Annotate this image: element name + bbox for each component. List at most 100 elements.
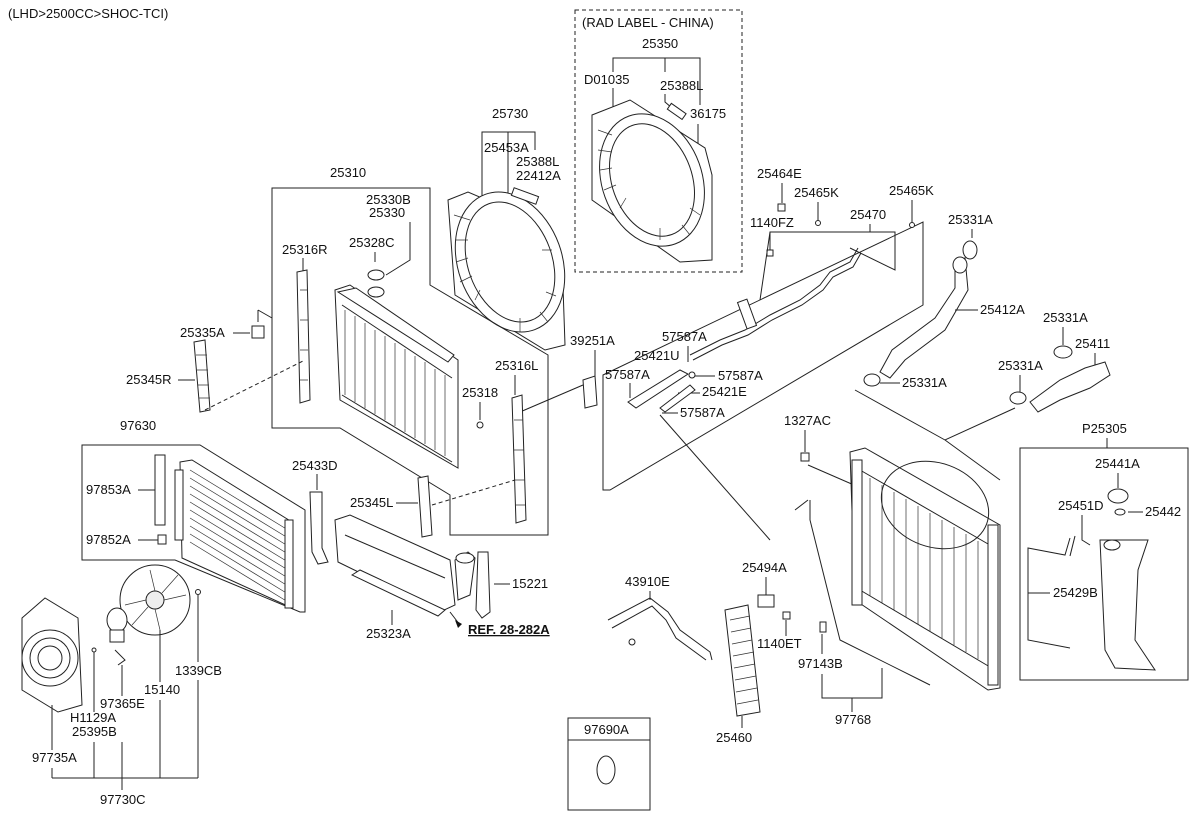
- clamp-25331A-b: [1053, 345, 1073, 359]
- hose-25429B: [1027, 537, 1071, 649]
- part-25441A-label[interactable]: 25441A: [1095, 456, 1140, 471]
- part-15140-label[interactable]: 15140: [144, 682, 180, 697]
- part-25331A-label-c[interactable]: 25331A: [998, 358, 1043, 373]
- receiver-drier: [154, 454, 166, 526]
- ref-arrow: [455, 620, 462, 628]
- hose-25412A: [879, 257, 969, 379]
- part-1140ET-label[interactable]: 1140ET: [757, 636, 802, 651]
- part-57587A-label-c[interactable]: 57587A: [718, 368, 763, 383]
- part-25345R-label[interactable]: 25345R: [126, 372, 172, 387]
- part-1339CB-label[interactable]: 1339CB: [175, 663, 222, 678]
- part-25330-label[interactable]: 25330: [369, 205, 405, 220]
- part-25465K-label-b[interactable]: 25465K: [889, 183, 934, 198]
- part-25442-label[interactable]: 25442: [1145, 504, 1181, 519]
- ref-label[interactable]: REF. 28-282A: [468, 622, 550, 637]
- part-57587A-label-a[interactable]: 57587A: [662, 329, 707, 344]
- part-97853A-label[interactable]: 97853A: [86, 482, 131, 497]
- fan-motor: [106, 607, 128, 666]
- part-H1129A-label[interactable]: H1129A: [70, 710, 116, 725]
- diagram-title: (LHD>2500CC>SHOC-TCI): [8, 6, 168, 21]
- part-25464E-label[interactable]: 25464E: [757, 166, 802, 181]
- hose-25411: [1029, 361, 1111, 413]
- reservoir-box: [1019, 447, 1189, 681]
- part-25429B-label[interactable]: 25429B: [1053, 585, 1098, 600]
- bolt-H1129A: [91, 647, 97, 653]
- intercooler: [334, 514, 476, 613]
- reservoir-cap: [1107, 488, 1129, 504]
- hose-25421U: [627, 369, 690, 409]
- part-25350-label[interactable]: 25350: [642, 36, 678, 51]
- part-25388L-label-b[interactable]: 25388L: [516, 154, 559, 169]
- hose-bracket-frame: [602, 221, 924, 491]
- part-1140FZ-label[interactable]: 1140FZ: [750, 215, 794, 230]
- part-22412A-label[interactable]: 22412A: [516, 168, 561, 183]
- clamp-25331A-c: [1009, 391, 1027, 405]
- part-97690A-label[interactable]: 97690A: [584, 722, 629, 737]
- part-25453A-label[interactable]: 25453A: [484, 140, 529, 155]
- part-97365E-label[interactable]: 97365E: [100, 696, 145, 711]
- part-43910E-label[interactable]: 43910E: [625, 574, 670, 589]
- part-25331A-label-a[interactable]: 25331A: [948, 212, 993, 227]
- clip-25464E: [777, 203, 786, 212]
- radiator-side-bracket-r: [296, 269, 311, 404]
- radiator-right: [849, 447, 1001, 691]
- part-15221-label[interactable]: 15221: [512, 576, 548, 591]
- part-97730C-label[interactable]: 97730C: [100, 792, 146, 807]
- part-57587A-label-d[interactable]: 57587A: [680, 405, 725, 420]
- part-25316R-label[interactable]: 25316R: [282, 242, 328, 257]
- part-25451D-label[interactable]: 25451D: [1058, 498, 1104, 513]
- hose-15221: [475, 551, 491, 619]
- part-97852A-label[interactable]: 97852A: [86, 532, 131, 547]
- part-25421U-label[interactable]: 25421U: [634, 348, 680, 363]
- part-39251A-label[interactable]: 39251A: [570, 333, 615, 348]
- radiator-assy-bracket: [271, 187, 549, 536]
- fan-shroud-main: [447, 187, 566, 351]
- part-25388L-label-a[interactable]: 25388L: [660, 78, 703, 93]
- radiator-side-bracket-l: [511, 394, 527, 524]
- bolt-1140ET: [782, 611, 791, 620]
- part-97630-label[interactable]: 97630: [120, 418, 156, 433]
- hose-25433D: [309, 491, 329, 565]
- part-25460-label[interactable]: 25460: [716, 730, 752, 745]
- part-25328C-label[interactable]: 25328C: [349, 235, 395, 250]
- part-25465K-label-a[interactable]: 25465K: [794, 185, 839, 200]
- part-25730-label[interactable]: 25730: [492, 106, 528, 121]
- part-25411-label[interactable]: 25411: [1075, 336, 1110, 351]
- part-25331A-label-d[interactable]: 25331A: [902, 375, 947, 390]
- part-36175-label[interactable]: 36175: [690, 106, 726, 121]
- part-25316L-label[interactable]: 25316L: [495, 358, 538, 373]
- part-97735A-label[interactable]: 97735A: [32, 750, 77, 765]
- part-97768-label[interactable]: 97768: [835, 712, 871, 727]
- oil-cooler-25460: [724, 604, 761, 717]
- part-25421E-label[interactable]: 25421E: [702, 384, 747, 399]
- part-97143B-label[interactable]: 97143B: [798, 656, 843, 671]
- clip-25465K-b: [909, 222, 915, 228]
- part-25470-label[interactable]: 25470: [850, 207, 886, 222]
- part-57587A-label-b[interactable]: 57587A: [605, 367, 650, 382]
- part-25335A-label[interactable]: 25335A: [180, 325, 225, 340]
- part-25433D-label[interactable]: 25433D: [292, 458, 338, 473]
- pipe-25470: [689, 247, 859, 356]
- part-25323A-label[interactable]: 25323A: [366, 626, 411, 641]
- oring-25442: [1114, 508, 1126, 516]
- radiator-cap: [367, 269, 385, 298]
- part-25331A-label-b[interactable]: 25331A: [1043, 310, 1088, 325]
- part-25330B-label[interactable]: 25330B: [366, 192, 411, 207]
- drier-plug: [157, 534, 167, 545]
- oil-cooler-pipe: [607, 597, 713, 661]
- part-D01035-label[interactable]: D01035: [584, 72, 630, 87]
- part-25345L-label[interactable]: 25345L: [350, 495, 393, 510]
- part-25318-label[interactable]: 25318: [462, 385, 498, 400]
- part-25412A-label[interactable]: 25412A: [980, 302, 1025, 317]
- hose-25421E: [659, 384, 696, 413]
- part-25494A-label[interactable]: 25494A: [742, 560, 787, 575]
- part-1327AC-label[interactable]: 1327AC: [784, 413, 831, 428]
- clamp-57587A-c: [688, 371, 696, 379]
- fan-blade: [119, 564, 191, 636]
- coolant-reservoir: [1099, 539, 1156, 671]
- part-25395B-label[interactable]: 25395B: [72, 724, 117, 739]
- part-25310-label[interactable]: 25310: [330, 165, 366, 180]
- part-P25305-label[interactable]: P25305: [1082, 421, 1127, 436]
- condenser-bracket: [81, 444, 306, 613]
